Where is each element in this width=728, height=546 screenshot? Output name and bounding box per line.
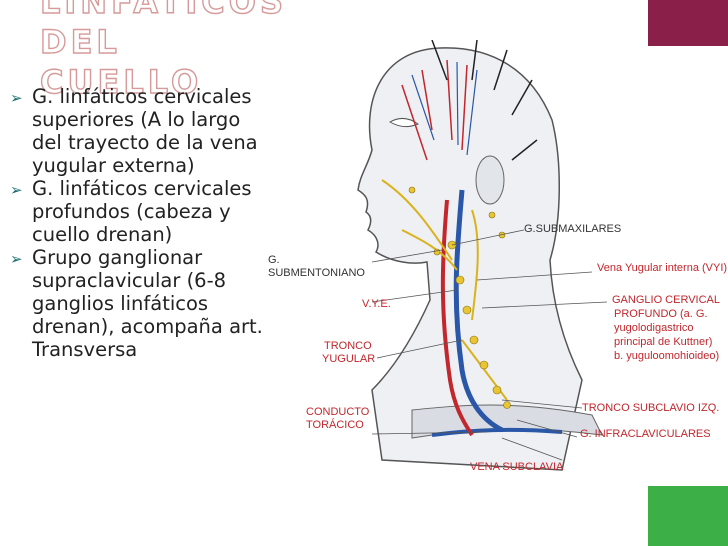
flow-arrows <box>431 40 538 161</box>
head-outline <box>357 47 583 471</box>
label-tronco-subclavio: TRONCO SUBCLAVIO IZQ. <box>582 402 720 414</box>
label-ganglio-1: GANGLIO CERVICAL <box>612 294 720 306</box>
bullet-text: G. linfáticos cervicales superiores (A l… <box>32 85 258 177</box>
carotid-artery <box>440 199 474 437</box>
bullet-item: ➢ Grupo ganglionar supraclavicular (6-8 … <box>10 246 265 361</box>
label-yugular: YUGULAR <box>322 353 376 365</box>
anatomy-figure: G.SUBMAXILARES G. SUBMENTONIANO V.Y.E. T… <box>262 40 728 540</box>
decorative-bar-bottom <box>648 486 728 546</box>
label-vena-subclavia: VENA SUBCLAVIA <box>470 461 564 473</box>
neck-anatomy-illustration <box>357 40 608 471</box>
title-line-1: LINFÁTICOS DEL <box>39 0 288 62</box>
label-g: G. <box>268 254 280 266</box>
triangle-arrow-icon: ➢ <box>10 181 23 199</box>
title-line-2: CUELLO <box>39 62 203 101</box>
label-toracico: TORÁCICO <box>306 419 364 431</box>
triangle-arrow-icon: ➢ <box>10 89 23 107</box>
label-ganglio-5: b. yuguloomohioideo) <box>614 350 720 362</box>
label-submaxilares: G.SUBMAXILARES <box>524 223 622 235</box>
label-submentoniano: SUBMENTONIANO <box>268 267 365 279</box>
bullet-item: ➢ G. linfáticos cervicales profundos (ca… <box>10 177 265 246</box>
label-ganglio-3: yugolodigastrico <box>614 322 694 334</box>
bullet-text: Grupo ganglionar supraclavicular (6-8 ga… <box>32 246 263 361</box>
eye-shape <box>388 118 420 128</box>
lymph-vessels <box>381 179 508 401</box>
scalp-vessels <box>401 59 468 161</box>
bullet-item: ➢ G. linfáticos cervicales superiores (A… <box>10 85 265 177</box>
label-infraclaviculares: G. INFRACLAVICULARES <box>580 428 711 440</box>
label-conducto: CONDUCTO <box>306 406 370 418</box>
bullet-list: ➢ G. linfáticos cervicales superiores (A… <box>10 85 265 361</box>
scalp-veins <box>411 61 478 156</box>
label-vye: V.Y.E. <box>362 298 391 310</box>
label-tronco: TRONCO <box>324 340 372 352</box>
label-ganglio-2: PROFUNDO (a. G. <box>614 308 708 320</box>
jugular-vein <box>453 189 504 433</box>
ear-shape <box>475 155 505 205</box>
bullet-text: G. linfáticos cervicales profundos (cabe… <box>32 177 252 246</box>
leader-lines <box>371 229 608 461</box>
label-ganglio-4: principal de Kuttner) <box>614 336 713 348</box>
subclavian-vein <box>431 427 563 437</box>
slide-title: LINFÁTICOS DEL CUELLO <box>39 0 340 102</box>
label-vena-yugular-interna: Vena Yugular interna (VYI) <box>597 262 728 274</box>
decorative-bar-top <box>648 0 728 46</box>
triangle-arrow-icon: ➢ <box>10 250 23 268</box>
